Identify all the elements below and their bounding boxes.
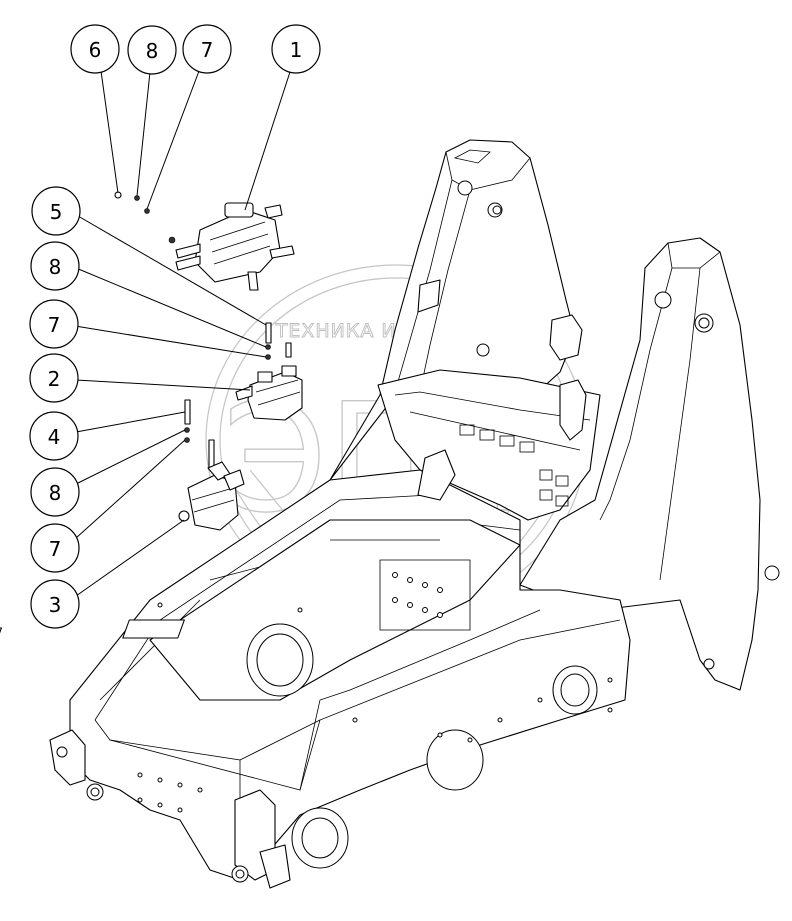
callout-7-low: 7 [30,523,80,573]
svg-text:6: 6 [89,38,102,62]
callout-3: 3 [30,579,80,629]
part-5-bolts [265,322,292,360]
svg-text:7: 7 [48,313,61,337]
callout-2: 2 [29,353,79,403]
part-2-valve-block [235,365,303,421]
callout-7-top: 7 [182,24,232,74]
svg-text:8: 8 [49,255,62,279]
callout-7-mid: 7 [29,299,79,349]
machine-frame [0,139,780,889]
cross-member [377,369,601,521]
svg-text:3: 3 [49,593,62,617]
svg-text:7: 7 [201,38,214,62]
callout-8-mid: 8 [30,241,80,291]
cross-member-valve [559,379,587,441]
right-tower [519,237,761,691]
part-3-valve [178,461,245,531]
svg-text:1: 1 [290,38,303,62]
callout-6: 6 [70,24,120,74]
callout-5: 5 [31,186,81,236]
part-4-bolt [184,399,215,469]
tower-pin-hole [457,180,473,196]
svg-text:2: 2 [48,367,61,391]
svg-text:5: 5 [50,200,63,224]
right-wall-large-hole [426,729,484,791]
part-1-main-valve [168,202,295,291]
cross-member-slots [459,424,569,507]
callout-4: 4 [29,411,79,461]
svg-text:8: 8 [146,39,159,63]
callout-8-low: 8 [30,467,80,517]
svg-text:7: 7 [49,537,62,561]
hardware-6-8-7-top [114,191,150,214]
frame-bolts [137,602,613,813]
front-left-bracket [49,729,86,786]
callout-1: 1 [271,24,321,74]
leader-lines [74,70,291,597]
center-bolts [392,572,443,618]
svg-text:8: 8 [49,481,62,505]
svg-text:4: 4 [48,425,61,449]
callouts: 6 8 7 1 5 8 7 2 [29,24,321,629]
callout-8-top: 8 [127,25,177,75]
